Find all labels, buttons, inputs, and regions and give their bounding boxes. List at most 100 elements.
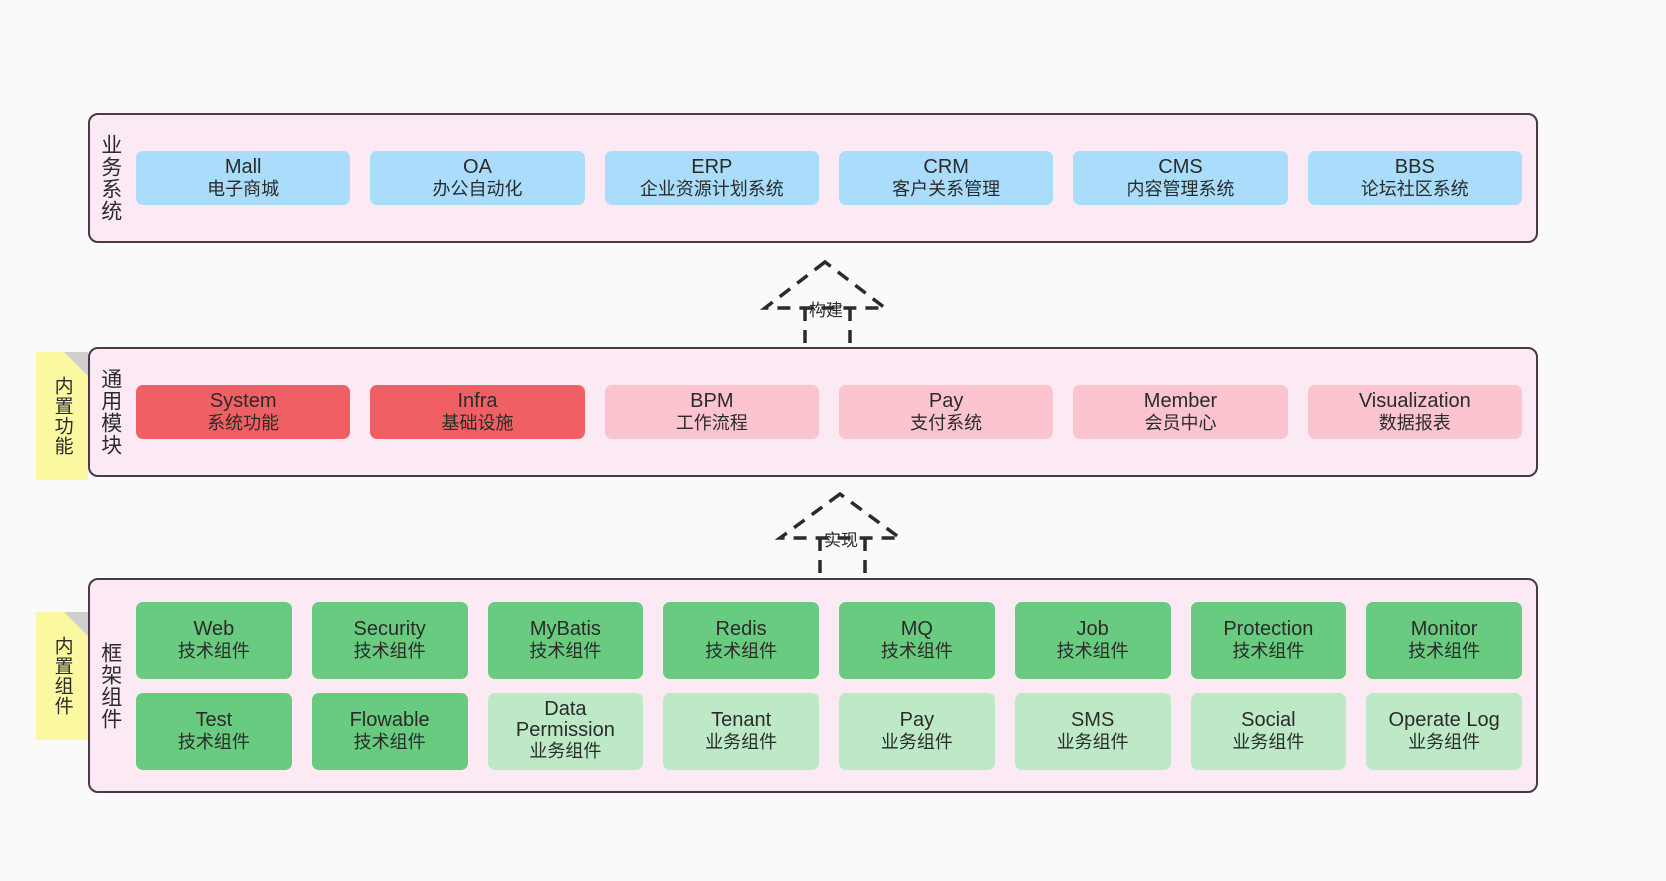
card-title: Flowable xyxy=(349,708,430,731)
business-card-mall[interactable]: Mall 电子商城 xyxy=(136,150,351,206)
card-subtitle: 技术组件 xyxy=(177,641,250,662)
card-subtitle: 业务组件 xyxy=(880,732,953,753)
card-title: OA xyxy=(463,155,492,178)
business-card-cms[interactable]: CMS 内容管理系统 xyxy=(1073,150,1288,206)
framework-card-protection[interactable]: Protection 技术组件 xyxy=(1190,601,1347,679)
card-subtitle: 技术组件 xyxy=(529,641,602,662)
card-title: Pay xyxy=(928,389,964,412)
card-subtitle: 业务组件 xyxy=(1408,732,1481,753)
card-title: System xyxy=(209,389,277,412)
module-card-visualization[interactable]: Visualization 数据报表 xyxy=(1307,384,1522,440)
connector-implement: 实现 xyxy=(770,491,920,582)
framework-card-flowable[interactable]: Flowable 技术组件 xyxy=(311,692,468,770)
framework-card-row-2: Test 技术组件 Flowable 技术组件 Data Permission … xyxy=(136,692,1522,770)
card-title: Security xyxy=(353,617,426,640)
card-subtitle: 企业资源计划系统 xyxy=(639,179,784,200)
card-subtitle: 论坛社区系统 xyxy=(1360,179,1469,200)
layer-framework-components-body: Web 技术组件 Security 技术组件 MyBatis 技术组件 Redi… xyxy=(130,580,1536,791)
framework-card-job[interactable]: Job 技术组件 xyxy=(1014,601,1171,679)
card-title: Mall xyxy=(224,155,262,178)
framework-card-data-permission[interactable]: Data Permission 业务组件 xyxy=(487,692,644,770)
note-builtin-function-label: 内置功能 xyxy=(51,376,73,456)
framework-card-row-1: Web 技术组件 Security 技术组件 MyBatis 技术组件 Redi… xyxy=(136,601,1522,679)
module-card-row: System 系统功能 Infra 基础设施 BPM 工作流程 Pay 支付系统… xyxy=(136,384,1522,440)
card-subtitle: 系统功能 xyxy=(207,413,280,434)
note-builtin-component: 内置组件 xyxy=(36,612,88,740)
business-card-bbs[interactable]: BBS 论坛社区系统 xyxy=(1307,150,1522,206)
note-builtin-function: 内置功能 xyxy=(36,352,88,480)
card-title: Job xyxy=(1076,617,1109,640)
card-subtitle: 技术组件 xyxy=(177,732,250,753)
card-subtitle: 工作流程 xyxy=(675,413,748,434)
module-card-member[interactable]: Member 会员中心 xyxy=(1073,384,1288,440)
module-card-system[interactable]: System 系统功能 xyxy=(136,384,351,440)
card-title: Redis xyxy=(715,617,767,640)
card-title: Pay xyxy=(899,708,935,731)
business-card-row: Mall 电子商城 OA 办公自动化 ERP 企业资源计划系统 CRM 客户关系… xyxy=(136,150,1522,206)
framework-card-operate-log[interactable]: Operate Log 业务组件 xyxy=(1366,692,1522,770)
card-subtitle: 技术组件 xyxy=(1056,641,1129,662)
card-subtitle: 技术组件 xyxy=(353,732,426,753)
card-subtitle: 业务组件 xyxy=(529,741,602,762)
card-title: Tenant xyxy=(711,708,772,731)
card-subtitle: 技术组件 xyxy=(1232,641,1305,662)
framework-card-pay[interactable]: Pay 业务组件 xyxy=(839,692,995,770)
note-builtin-component-label: 内置组件 xyxy=(51,636,73,716)
card-title: SMS xyxy=(1070,708,1115,731)
card-subtitle: 客户关系管理 xyxy=(892,179,1001,200)
connector-build-label: 构建 xyxy=(809,301,843,320)
card-subtitle: 会员中心 xyxy=(1144,413,1217,434)
card-title: BPM xyxy=(690,389,734,412)
card-subtitle: 支付系统 xyxy=(910,413,983,434)
card-title: Visualization xyxy=(1358,389,1471,412)
module-card-infra[interactable]: Infra 基础设施 xyxy=(370,384,585,440)
card-title: BBS xyxy=(1394,155,1435,178)
card-title: Infra xyxy=(457,389,498,412)
card-subtitle: 技术组件 xyxy=(1408,641,1481,662)
card-title: Data Permission xyxy=(515,698,615,742)
business-card-oa[interactable]: OA 办公自动化 xyxy=(370,150,585,206)
framework-card-test[interactable]: Test 技术组件 xyxy=(136,692,292,770)
framework-card-sms[interactable]: SMS 业务组件 xyxy=(1014,692,1171,770)
framework-card-redis[interactable]: Redis 技术组件 xyxy=(663,601,819,679)
framework-card-mybatis[interactable]: MyBatis 技术组件 xyxy=(487,601,644,679)
card-subtitle: 技术组件 xyxy=(705,641,778,662)
business-card-erp[interactable]: ERP 企业资源计划系统 xyxy=(604,150,819,206)
layer-common-modules-title: 通用模块 xyxy=(98,368,122,456)
business-card-crm[interactable]: CRM 客户关系管理 xyxy=(838,150,1054,206)
card-title: Web xyxy=(193,617,235,640)
framework-card-security[interactable]: Security 技术组件 xyxy=(311,601,468,679)
layer-common-modules: 通用模块 System 系统功能 Infra 基础设施 BPM 工作流程 Pay xyxy=(88,347,1538,477)
module-card-pay[interactable]: Pay 支付系统 xyxy=(838,384,1054,440)
card-title: MQ xyxy=(900,617,933,640)
card-subtitle: 基础设施 xyxy=(441,413,514,434)
framework-card-social[interactable]: Social 业务组件 xyxy=(1190,692,1347,770)
layer-common-modules-body: System 系统功能 Infra 基础设施 BPM 工作流程 Pay 支付系统… xyxy=(130,349,1536,475)
layer-business-system: 业务系统 Mall 电子商城 OA 办公自动化 ERP 企业资源计划系统 CRM xyxy=(88,113,1538,243)
module-card-bpm[interactable]: BPM 工作流程 xyxy=(604,384,819,440)
layer-framework-components: 框架组件 Web 技术组件 Security 技术组件 MyBatis 技术组件… xyxy=(88,578,1538,793)
card-subtitle: 技术组件 xyxy=(880,641,953,662)
card-subtitle: 技术组件 xyxy=(353,641,426,662)
card-subtitle: 业务组件 xyxy=(1056,732,1129,753)
card-title: MyBatis xyxy=(529,617,601,640)
layer-framework-components-title: 框架组件 xyxy=(98,641,122,730)
card-title: Member xyxy=(1143,389,1218,412)
card-subtitle: 办公自动化 xyxy=(432,179,523,200)
card-title: CMS xyxy=(1158,155,1203,178)
framework-card-mq[interactable]: MQ 技术组件 xyxy=(839,601,995,679)
layer-business-system-body: Mall 电子商城 OA 办公自动化 ERP 企业资源计划系统 CRM 客户关系… xyxy=(130,115,1536,241)
card-title: Operate Log xyxy=(1388,708,1500,731)
card-subtitle: 内容管理系统 xyxy=(1126,179,1235,200)
connector-implement-label: 实现 xyxy=(824,531,858,550)
card-title: Protection xyxy=(1223,617,1314,640)
framework-card-web[interactable]: Web 技术组件 xyxy=(136,601,292,679)
card-title: Test xyxy=(195,708,233,731)
card-title: Monitor xyxy=(1410,617,1478,640)
card-title: CRM xyxy=(923,155,969,178)
framework-card-tenant[interactable]: Tenant 业务组件 xyxy=(663,692,819,770)
framework-card-monitor[interactable]: Monitor 技术组件 xyxy=(1366,601,1522,679)
layer-business-system-title: 业务系统 xyxy=(98,134,122,222)
card-subtitle: 业务组件 xyxy=(705,732,778,753)
